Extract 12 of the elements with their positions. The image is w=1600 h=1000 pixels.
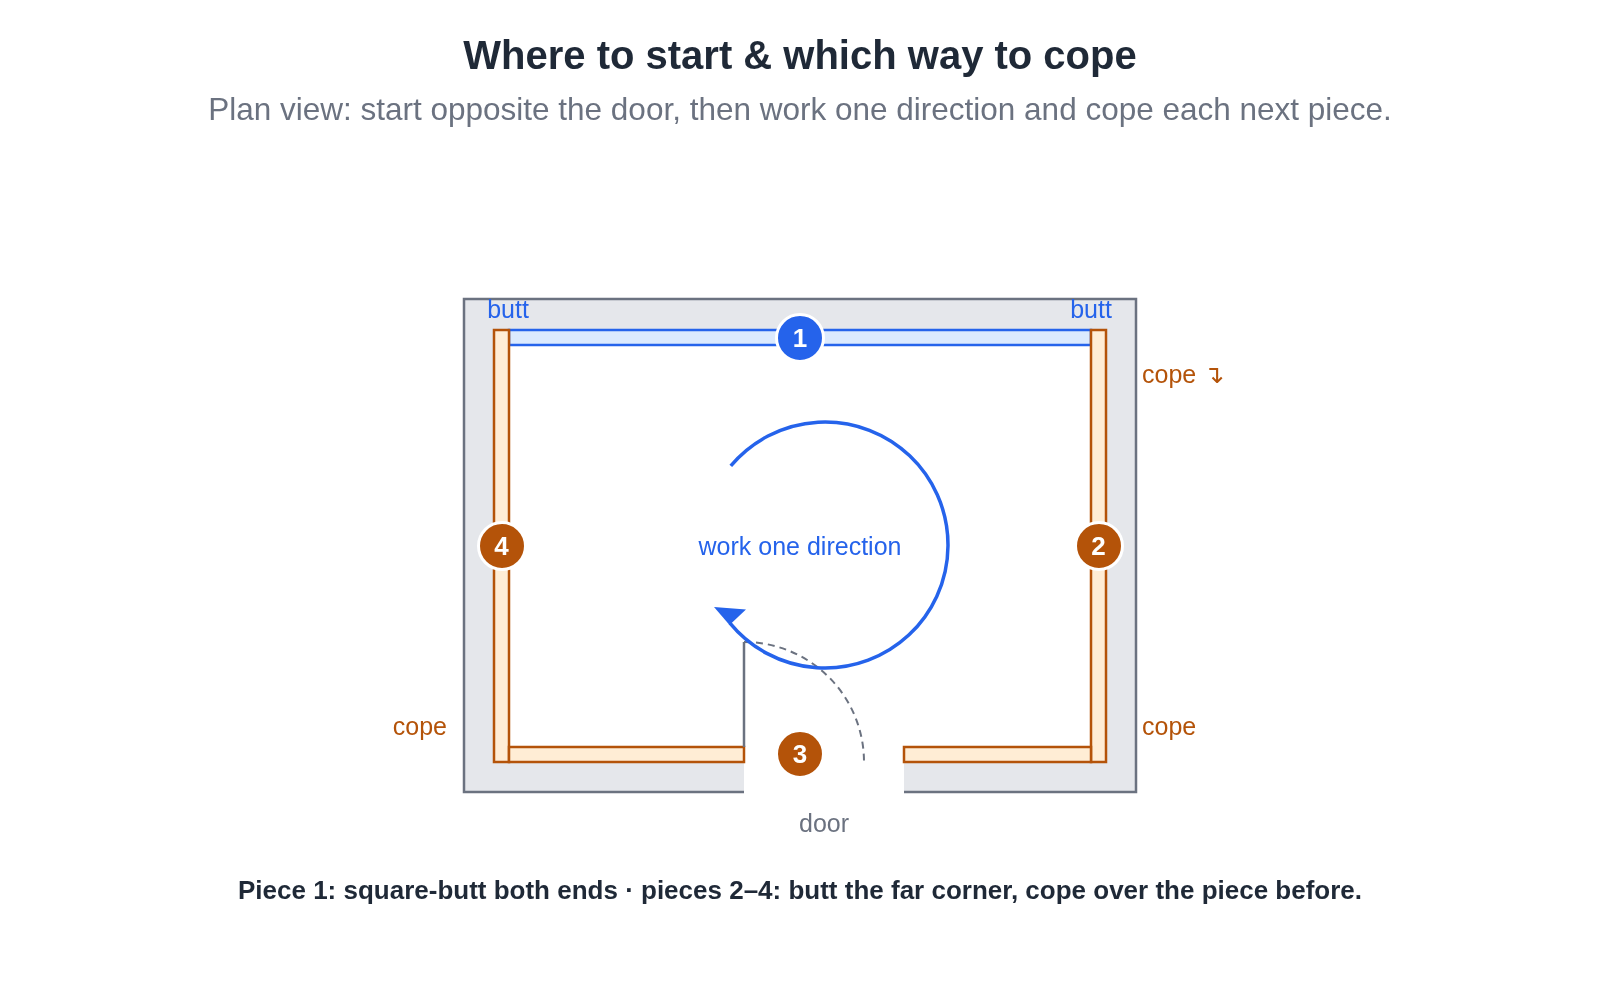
joint-label: cope ↴ (1142, 359, 1225, 389)
caption: Piece 1: square-butt both ends · pieces 2–4: butt the far corner, cope over the piece before. (237, 876, 1363, 906)
subtitle: Plan view: start opposite the door, then work one direction and cope each next piece. (208, 90, 1392, 128)
number-badge: 3 (775, 729, 825, 779)
joint-label: cope (1142, 711, 1197, 741)
joint-label: cope (392, 711, 447, 741)
number-badge: 1 (775, 313, 825, 363)
joint-label: butt (487, 294, 529, 324)
direction-label: work one direction (698, 531, 902, 561)
joint-label: butt (1070, 294, 1112, 324)
door-label: door (799, 808, 849, 838)
title: Where to start & which way to cope (463, 32, 1137, 78)
